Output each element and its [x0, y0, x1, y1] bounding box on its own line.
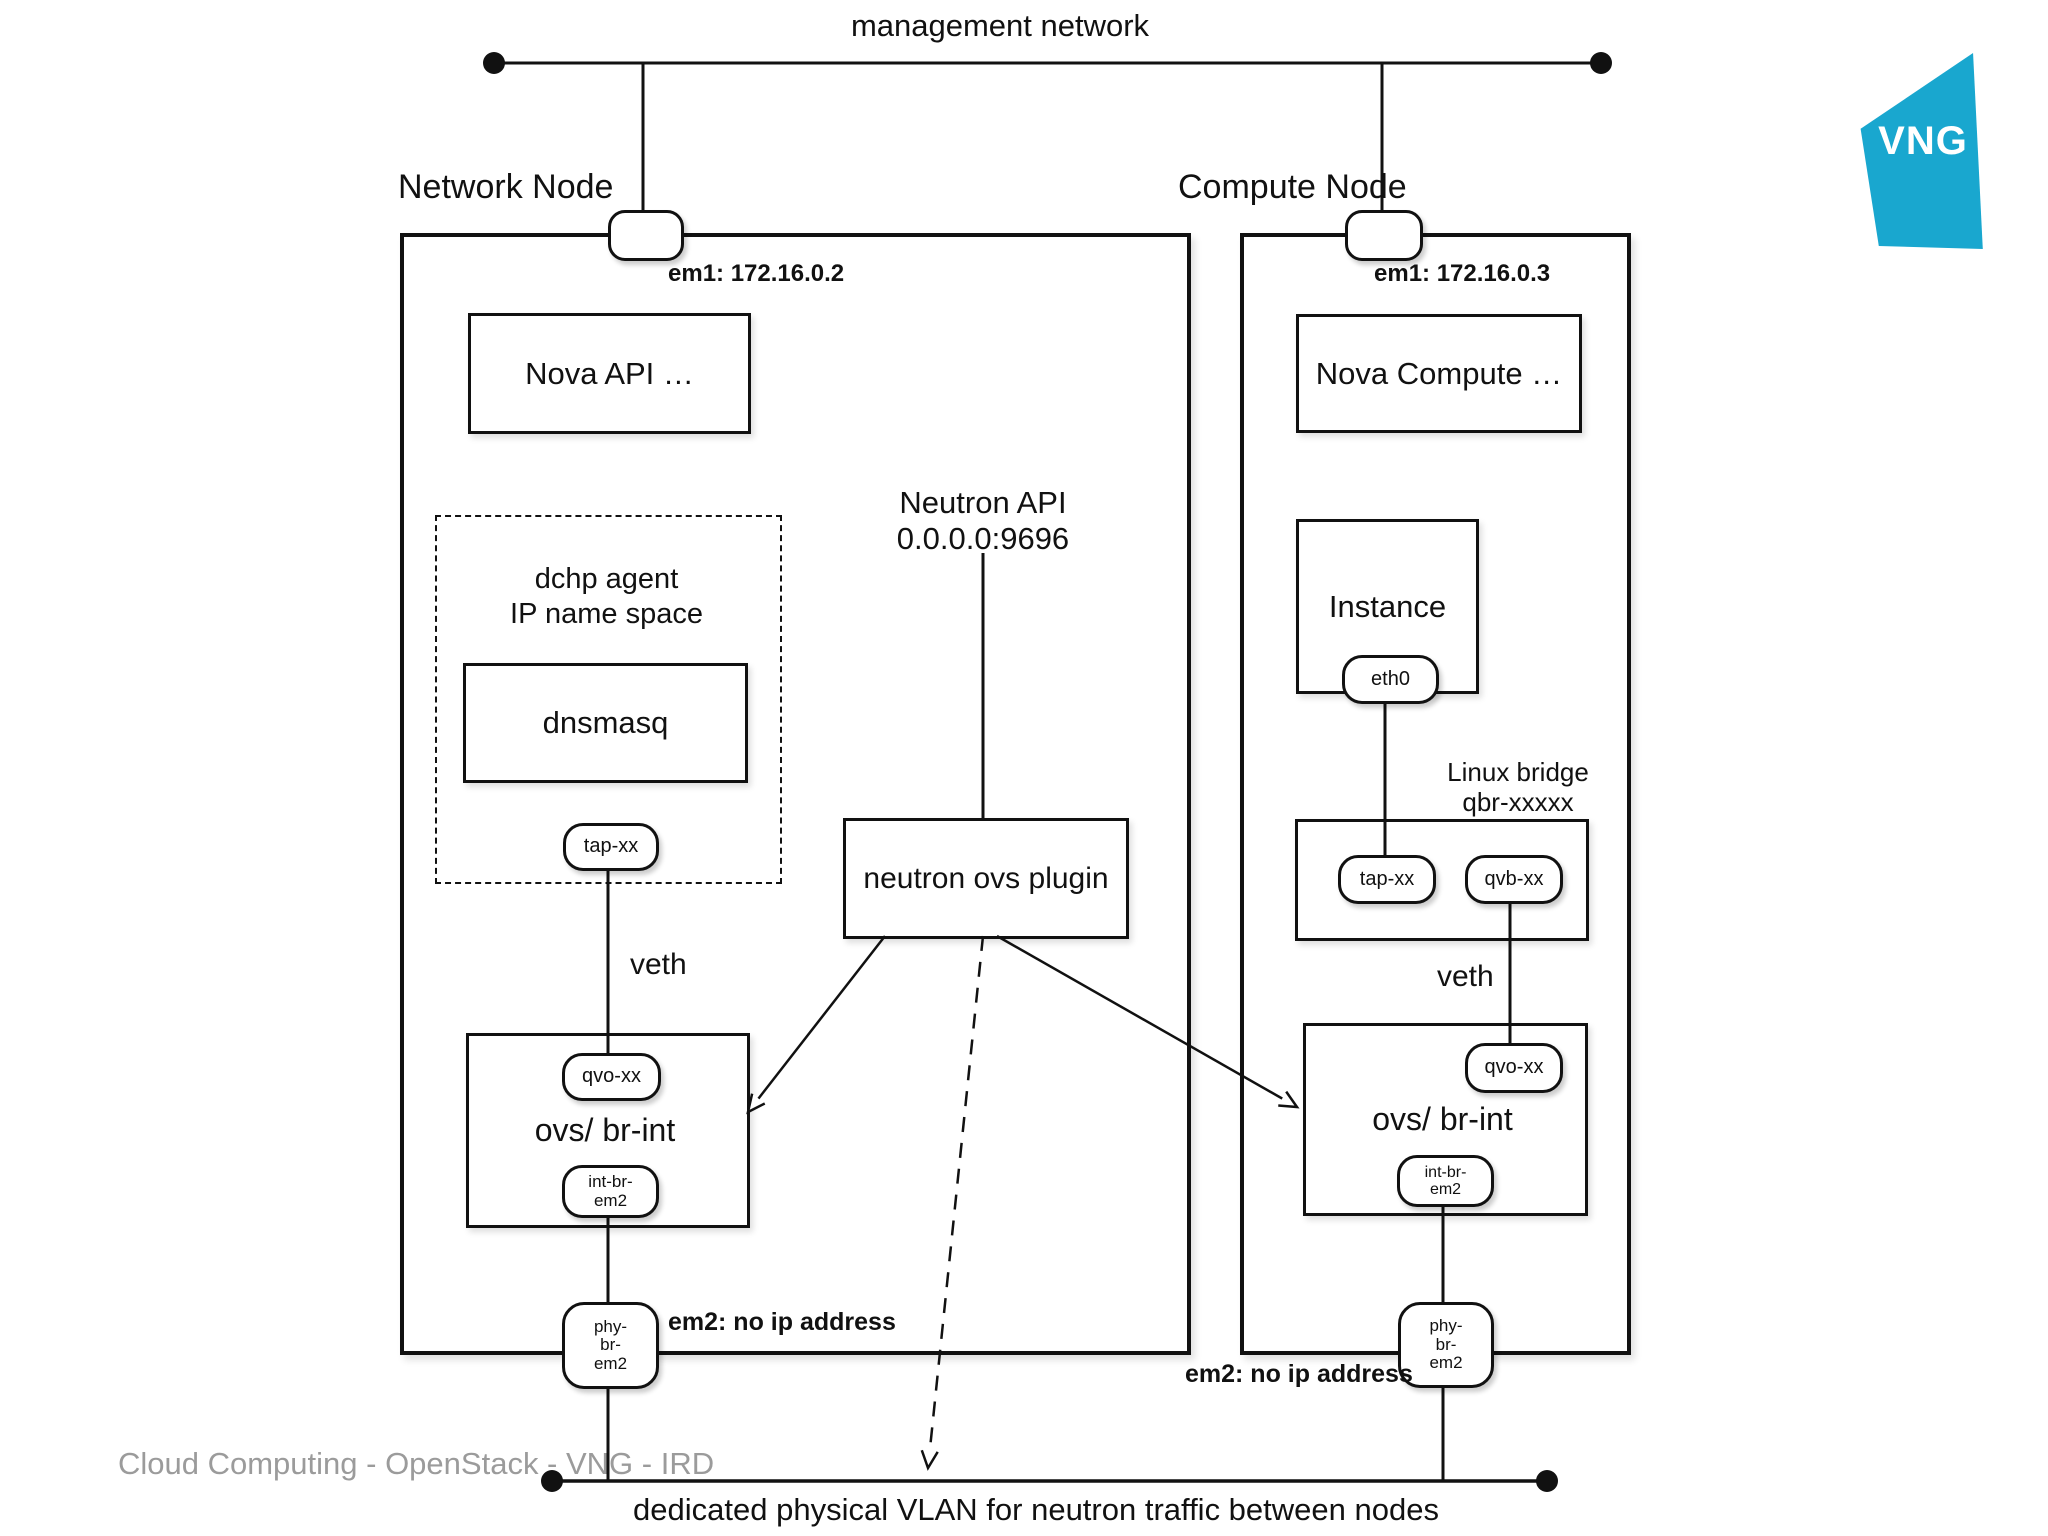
- nova-compute-label: Nova Compute …: [1315, 355, 1563, 391]
- em1-label-compute: em1: 172.16.0.3: [1374, 260, 1551, 287]
- vlan-dot-right: [1536, 1470, 1558, 1492]
- credit-text: Cloud Computing - OpenStack - VNG - IRD: [118, 1446, 715, 1481]
- network-node-title: Network Node: [398, 168, 614, 206]
- neutron-ovs-plugin-box: neutron ovs plugin: [843, 818, 1129, 939]
- qvo-pill-compute: qvo-xx: [1465, 1043, 1563, 1093]
- nova-api-box: Nova API …: [468, 313, 751, 434]
- veth-label-network: veth: [630, 948, 687, 981]
- vng-logo-text: VNG: [1878, 118, 1968, 163]
- dnsmasq-box: dnsmasq: [463, 663, 748, 783]
- em1-label-network: em1: 172.16.0.2: [668, 260, 845, 287]
- vlan-dot-left: [541, 1470, 563, 1492]
- eth0-pill: eth0: [1342, 655, 1439, 704]
- phybr-pill-network: phy- br- em2: [562, 1302, 659, 1389]
- qvo-pill-network: qvo-xx: [562, 1053, 661, 1101]
- intbr-pill-compute: int-br- em2: [1397, 1155, 1494, 1207]
- arrow-plugin-to-compute-brint: [996, 934, 1300, 1109]
- dashed-arrow-plugin-to-vlan: [920, 935, 985, 1471]
- management-network-label: management network: [850, 8, 1150, 43]
- nova-api-label: Nova API …: [525, 355, 694, 391]
- qvb-pill-compute: qvb-xx: [1465, 855, 1563, 904]
- em2-label-compute: em2: no ip address: [1185, 1360, 1413, 1388]
- linux-bridge-label: Linux bridge qbr-xxxxx: [1447, 757, 1589, 817]
- phybr-pill-compute: phy- br- em2: [1398, 1302, 1494, 1388]
- nic-pill-network: [608, 210, 684, 261]
- nic-pill-compute: [1345, 210, 1423, 261]
- mgmt-dot-right: [1590, 52, 1612, 74]
- em2-label-network: em2: no ip address: [668, 1308, 896, 1336]
- arrow-plugin-to-network-brint: [746, 935, 886, 1115]
- br-int-label-network: ovs/ br-int: [534, 1112, 676, 1148]
- tap-pill-compute: tap-xx: [1338, 855, 1436, 904]
- tap-pill-network: tap-xx: [563, 823, 659, 871]
- neutron-ovs-plugin-label: neutron ovs plugin: [863, 861, 1109, 895]
- compute-node-title: Compute Node: [1178, 168, 1407, 206]
- dnsmasq-label: dnsmasq: [542, 705, 669, 740]
- dhcp-agent-label: dchp agent IP name space: [510, 563, 703, 630]
- instance-label: Instance: [1328, 588, 1447, 624]
- neutron-api-label: Neutron API 0.0.0.0:9696: [896, 485, 1070, 556]
- mgmt-dot-left: [483, 52, 505, 74]
- veth-label-compute: veth: [1437, 960, 1494, 993]
- intbr-pill-network: int-br- em2: [562, 1165, 659, 1218]
- nova-compute-box: Nova Compute …: [1296, 314, 1582, 433]
- vlan-caption: dedicated physical VLAN for neutron traf…: [633, 1492, 1439, 1527]
- br-int-label-compute: ovs/ br-int: [1372, 1101, 1513, 1137]
